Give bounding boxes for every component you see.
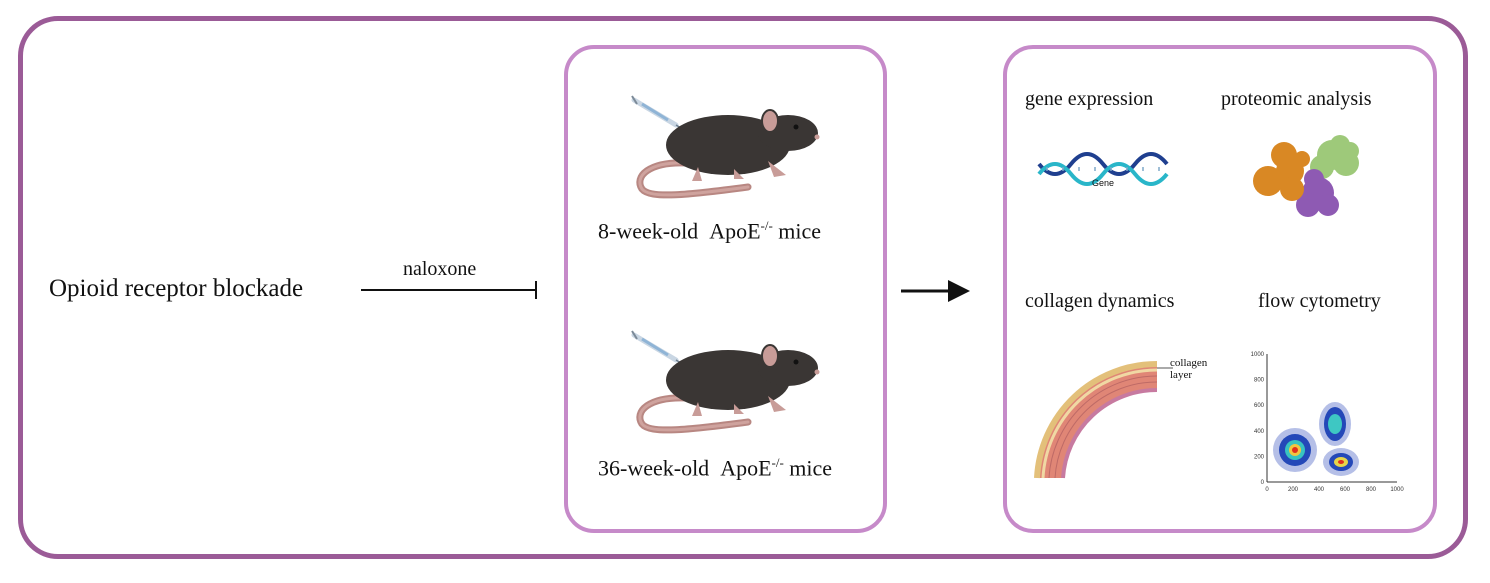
y-tick-label: 200 [1254,454,1265,460]
intervention-title: Opioid receptor blockade [49,275,304,302]
assay-label-gene-expression: gene expression [1025,88,1154,110]
cluster-1 [1273,428,1317,472]
y-tick-label: 1000 [1251,352,1265,358]
x-tick-label: 400 [1314,487,1325,493]
mouse-group-label: 36-week-old ApoE-/- mice [598,455,833,481]
syringe-icon [631,330,687,367]
cluster-2 [1319,402,1351,446]
assay-label-collagen: collagen dynamics [1025,290,1175,312]
protein-icon [1253,135,1359,217]
syringe-icon [631,95,687,132]
assays-panel [1003,45,1437,533]
x-tick-label: 800 [1366,487,1377,493]
assay-label-flow: flow cytometry [1258,290,1381,312]
outer-frame [18,16,1468,559]
drug-label: naloxone [403,258,477,280]
x-tick-label: 200 [1288,487,1299,493]
mouse-group-label: 8-week-old ApoE-/- mice [598,218,822,244]
dna-icon [1037,152,1169,186]
mouse-icon [631,330,820,434]
arrow-right [901,280,970,302]
y-tick-label: 400 [1254,429,1265,435]
assay-label-proteomic: proteomic analysis [1221,88,1372,110]
gene-label: Gene [1092,178,1115,188]
mouse-icon [631,95,820,199]
flow-cytometry-plot: 0 200 400 600 800 1000 0 200 400 600 800 1000 [1251,352,1405,493]
x-tick-label: 600 [1340,487,1351,493]
y-tick-label: 600 [1254,403,1265,409]
x-tick-label: 1000 [1390,487,1404,493]
collagen-vessel-icon [1034,360,1173,479]
collagen-callout: collagen layer [1170,357,1208,381]
cluster-3 [1323,448,1359,476]
y-tick-label: 0 [1261,480,1265,486]
y-tick-label: 800 [1254,378,1265,384]
x-tick-label: 0 [1265,487,1269,493]
